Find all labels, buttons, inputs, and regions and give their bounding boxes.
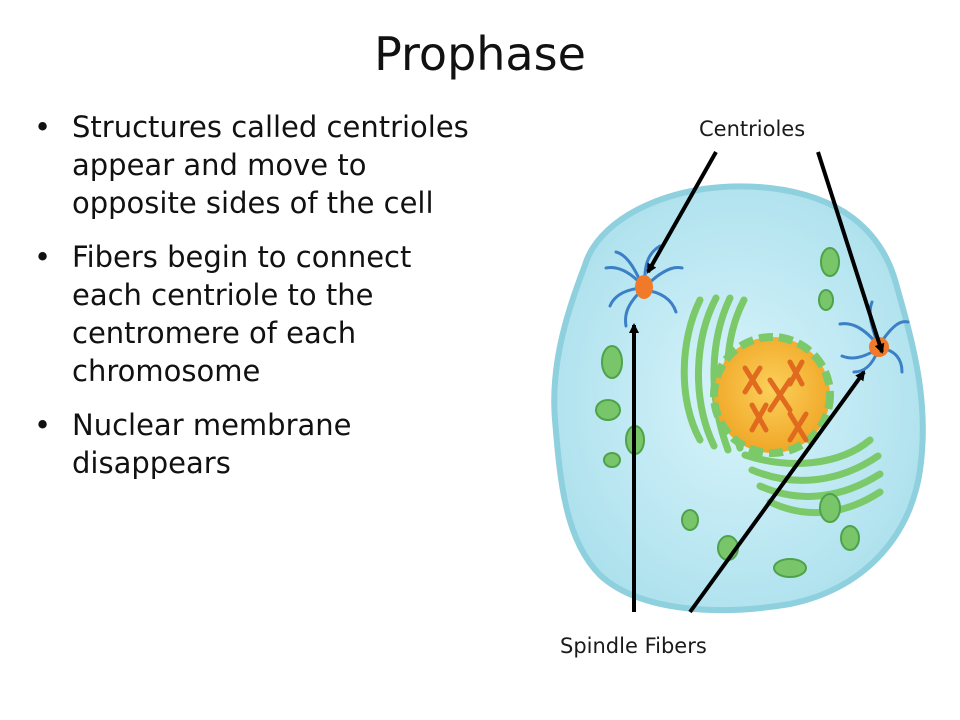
centriole-left [604,244,684,328]
bullet-text: Structures called centrioles appear and … [72,110,469,220]
bullet-text: Nuclear membrane disappears [72,408,352,480]
bullet-dot-icon: • [34,408,52,442]
bullet-dot-icon: • [34,240,52,274]
arrow-spindle-right [688,370,866,614]
mitochondria [595,247,860,578]
bullet-item: • Nuclear membrane disappears [28,406,488,482]
nucleus [710,333,834,457]
bullet-item: • Structures called centrioles appear and… [28,108,488,222]
chromosomes [742,359,809,443]
bullet-text: Fibers begin to connect each centriole t… [72,240,412,388]
arrow-centriole-left [646,151,718,274]
arrow-centriole-right [816,151,885,354]
spindle-fibers-label: Spindle Fibers [560,634,707,658]
prophase-cell-diagram [551,151,926,614]
bullet-item: • Fibers begin to connect each centriole … [28,238,488,390]
slide-title: Prophase [374,27,586,81]
centrioles-label: Centrioles [699,117,806,141]
bullet-dot-icon: • [34,110,52,144]
bullet-list: • Structures called centrioles appear and… [28,108,488,498]
